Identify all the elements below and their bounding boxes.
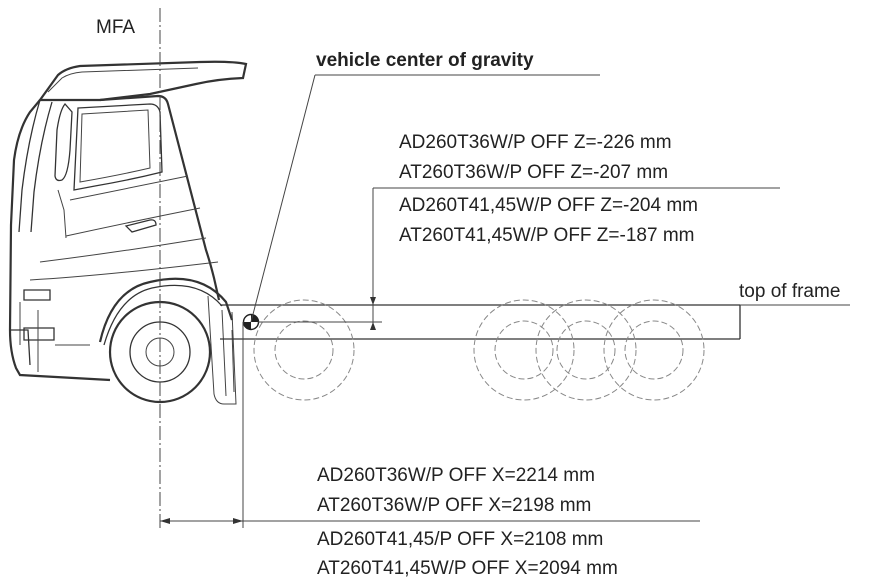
cog-marker: vehicle center of gravity	[242, 50, 600, 331]
z-value-3: AD260T41,45W/P OFF Z=-204 mm	[399, 195, 698, 216]
mfa-axis-line: MFA	[96, 8, 161, 528]
x-value-4: AT260T41,45W/P OFF X=2094 mm	[317, 558, 618, 579]
z-value-1: AD260T36W/P OFF Z=-226 mm	[399, 132, 672, 153]
top-of-frame-label: top of frame	[739, 281, 840, 302]
frame	[220, 304, 850, 340]
x-value-1: AD260T36W/P OFF X=2214 mm	[317, 465, 595, 486]
x-value-3: AD260T41,45/P OFF X=2108 mm	[317, 529, 603, 550]
cog-label: vehicle center of gravity	[316, 50, 534, 71]
mfa-label: MFA	[96, 17, 135, 38]
alt-wheel-positions	[253, 299, 705, 401]
z-dimension: AD260T36W/P OFF Z=-226 mm AT260T36W/P OF…	[258, 132, 780, 330]
x-dimension: AD260T36W/P OFF X=2214 mm AT260T36W/P OF…	[160, 322, 700, 579]
truck-cab	[8, 60, 248, 405]
z-value-2: AT260T36W/P OFF Z=-207 mm	[399, 162, 668, 183]
x-value-2: AT260T36W/P OFF X=2198 mm	[317, 495, 591, 516]
z-value-4: AT260T41,45W/P OFF Z=-187 mm	[399, 225, 694, 246]
